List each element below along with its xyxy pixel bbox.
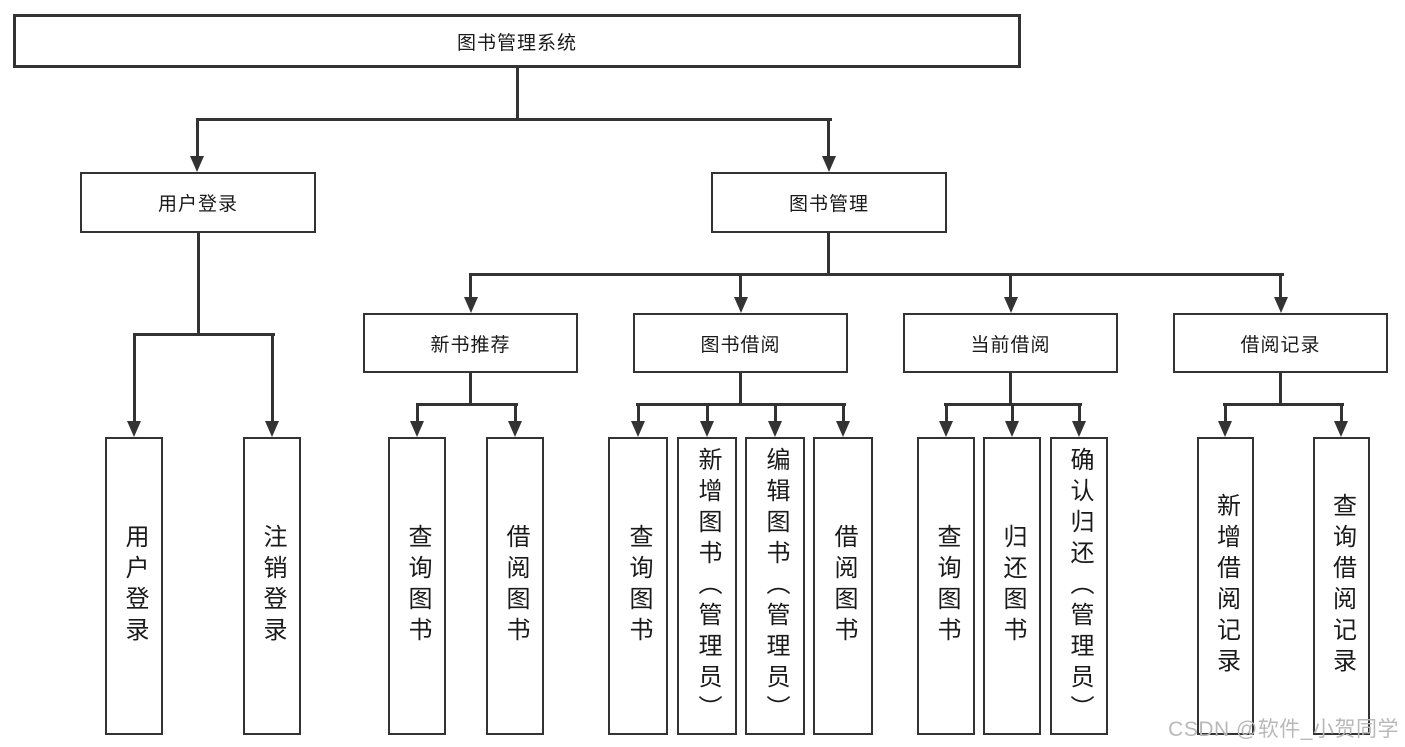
connector-vline bbox=[133, 333, 136, 421]
connector-vline bbox=[1340, 403, 1343, 422]
arrow-down-icon bbox=[768, 421, 782, 437]
connector-vline bbox=[469, 273, 472, 299]
connector-vline bbox=[842, 403, 845, 422]
leaf-user-login: 用户登录 bbox=[105, 437, 163, 735]
arrow-down-icon bbox=[410, 421, 424, 437]
node-current-borrow-label: 当前借阅 bbox=[970, 334, 1051, 356]
arrow-down-icon bbox=[190, 156, 204, 172]
connector-vline bbox=[1279, 273, 1282, 299]
leaf-add-books-admin-label: 新增图书（管理员） bbox=[694, 446, 721, 726]
leaf-edit-books-admin: 编辑图书（管理员） bbox=[745, 437, 805, 735]
connector-vline bbox=[1224, 403, 1227, 422]
arrow-down-icon bbox=[939, 421, 953, 437]
connector-vline bbox=[197, 233, 200, 335]
leaf-borrow-books-2-label: 借阅图书 bbox=[830, 524, 857, 648]
leaf-add-books-admin: 新增图书（管理员） bbox=[677, 437, 737, 735]
arrow-down-icon bbox=[1072, 421, 1086, 437]
leaf-borrow-books-2: 借阅图书 bbox=[813, 437, 873, 735]
connector-vline bbox=[774, 403, 777, 422]
connector-hline bbox=[636, 403, 846, 406]
leaf-query-books-3: 查询图书 bbox=[917, 437, 975, 735]
connector-hline bbox=[416, 403, 518, 406]
leaf-query-books-1: 查询图书 bbox=[388, 437, 446, 735]
leaf-logout-label: 注销登录 bbox=[259, 524, 286, 648]
node-borrow-records: 借阅记录 bbox=[1173, 313, 1388, 373]
leaf-add-borrow-record-label: 新增借阅记录 bbox=[1212, 493, 1240, 679]
leaf-borrow-books-1: 借阅图书 bbox=[486, 437, 544, 735]
node-book-management: 图书管理 bbox=[711, 172, 947, 233]
connector-hline bbox=[133, 333, 275, 336]
node-book-borrow: 图书借阅 bbox=[633, 313, 848, 373]
connector-vline bbox=[637, 403, 640, 422]
leaf-query-books-3-label: 查询图书 bbox=[933, 524, 960, 648]
leaf-query-borrow-record-label: 查询借阅记录 bbox=[1328, 493, 1356, 679]
arrow-down-icon bbox=[265, 421, 279, 437]
leaf-confirm-return-admin-label: 确认归还（管理员） bbox=[1066, 446, 1093, 726]
connector-vline bbox=[516, 68, 519, 120]
arrow-down-icon bbox=[464, 297, 478, 313]
connector-vline bbox=[739, 373, 742, 405]
arrow-down-icon bbox=[734, 297, 748, 313]
leaf-query-books-1-label: 查询图书 bbox=[404, 524, 431, 648]
leaf-query-books-2-label: 查询图书 bbox=[625, 524, 652, 648]
arrow-down-icon bbox=[1005, 421, 1019, 437]
node-new-book-recommend-label: 新书推荐 bbox=[430, 334, 511, 356]
connector-vline bbox=[416, 403, 419, 422]
leaf-borrow-books-1-label: 借阅图书 bbox=[502, 524, 529, 648]
arrow-down-icon bbox=[822, 156, 836, 172]
leaf-edit-books-admin-label: 编辑图书（管理员） bbox=[762, 446, 789, 726]
arrow-down-icon bbox=[836, 421, 850, 437]
leaf-query-borrow-record: 查询借阅记录 bbox=[1313, 437, 1370, 735]
arrow-down-icon bbox=[1274, 297, 1288, 313]
leaf-logout: 注销登录 bbox=[243, 437, 301, 735]
connector-vline bbox=[1011, 403, 1014, 422]
node-root: 图书管理系统 bbox=[13, 14, 1021, 68]
arrow-down-icon bbox=[1004, 297, 1018, 313]
arrow-down-icon bbox=[1218, 421, 1232, 437]
connector-vline bbox=[469, 373, 472, 405]
arrow-down-icon bbox=[508, 421, 522, 437]
leaf-return-books-label: 归还图书 bbox=[999, 524, 1026, 648]
leaf-confirm-return-admin: 确认归还（管理员） bbox=[1050, 437, 1108, 735]
connector-vline bbox=[706, 403, 709, 422]
node-book-borrow-label: 图书借阅 bbox=[700, 334, 781, 356]
connector-hline bbox=[1223, 403, 1344, 406]
connector-vline bbox=[1078, 403, 1081, 422]
node-current-borrow: 当前借阅 bbox=[903, 313, 1118, 373]
connector-vline bbox=[1009, 273, 1012, 299]
connector-vline bbox=[196, 118, 199, 156]
leaf-return-books: 归还图书 bbox=[983, 437, 1041, 735]
leaf-query-books-2: 查询图书 bbox=[608, 437, 668, 735]
arrow-down-icon bbox=[631, 421, 645, 437]
arrow-down-icon bbox=[700, 421, 714, 437]
node-book-management-label: 图书管理 bbox=[788, 194, 869, 215]
arrow-down-icon bbox=[1334, 421, 1348, 437]
connector-vline bbox=[827, 233, 830, 276]
connector-vline bbox=[739, 273, 742, 299]
connector-vline bbox=[1009, 373, 1012, 405]
leaf-add-borrow-record: 新增借阅记录 bbox=[1197, 437, 1254, 735]
node-borrow-records-label: 借阅记录 bbox=[1240, 334, 1321, 356]
leaf-user-login-label: 用户登录 bbox=[121, 524, 148, 648]
node-user-login-label: 用户登录 bbox=[157, 194, 238, 215]
node-new-book-recommend: 新书推荐 bbox=[363, 313, 578, 373]
connector-hline bbox=[196, 118, 832, 121]
connector-vline bbox=[945, 403, 948, 422]
arrow-down-icon bbox=[127, 421, 141, 437]
connector-vline bbox=[271, 333, 274, 421]
connector-vline bbox=[514, 403, 517, 422]
connector-hline bbox=[469, 273, 1284, 276]
node-root-label: 图书管理系统 bbox=[456, 32, 577, 54]
connector-vline bbox=[827, 118, 830, 156]
node-user-login: 用户登录 bbox=[80, 172, 316, 233]
connector-vline bbox=[1279, 373, 1282, 405]
watermark: CSDN @软件_小贺同学 bbox=[1168, 718, 1399, 741]
